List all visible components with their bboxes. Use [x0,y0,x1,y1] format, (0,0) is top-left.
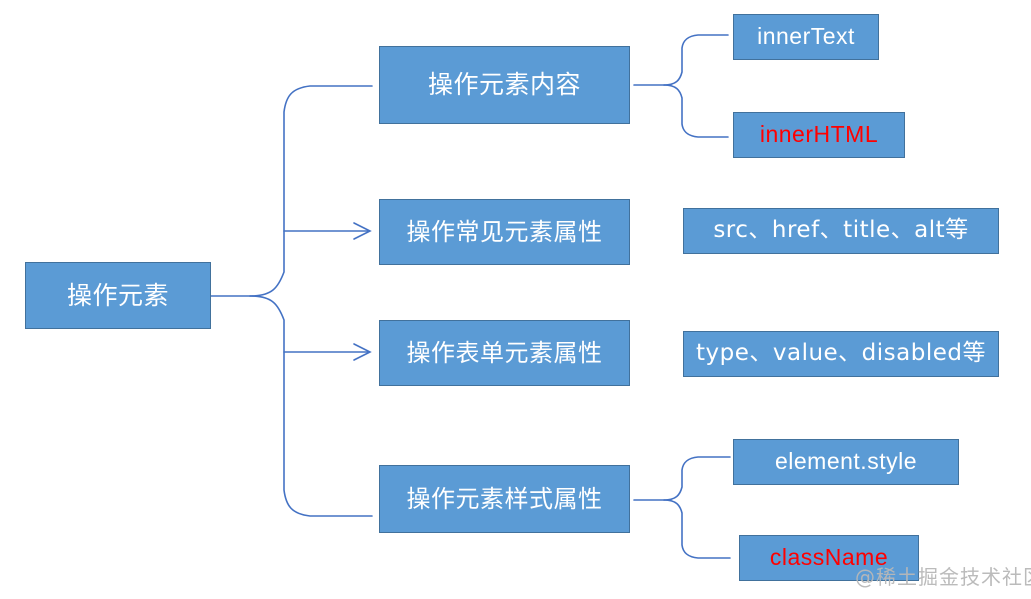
node-leaf-innertext[interactable]: innerText [733,14,879,60]
node-branch-element-content[interactable]: 操作元素内容 [379,46,630,124]
node-branch-common-attributes[interactable]: 操作常见元素属性 [379,199,630,265]
trunk-spine-lower [249,295,373,517]
branch-arrow-2 [353,222,372,240]
node-leaf-classname[interactable]: className [739,535,919,581]
node-leaf-innerhtml[interactable]: innerHTML [733,112,905,158]
branch-arrow-3 [353,343,372,361]
brace-1 [663,34,729,86]
brace-4 [663,456,731,501]
node-branch-style-attributes[interactable]: 操作元素样式属性 [379,465,630,533]
brace-4-lower [663,499,731,559]
watermark: @稀土掘金技术社区 [855,565,1031,589]
trunk-spine [249,85,373,297]
node-leaf-form-attribute-list[interactable]: type、value、disabled等 [683,331,999,377]
node-root[interactable]: 操作元素 [25,262,211,329]
node-leaf-element-style[interactable]: element.style [733,439,959,485]
node-branch-form-attributes[interactable]: 操作表单元素属性 [379,320,630,386]
brace-1-lower [663,84,729,138]
node-leaf-common-attribute-list[interactable]: src、href、title、alt等 [683,208,999,254]
